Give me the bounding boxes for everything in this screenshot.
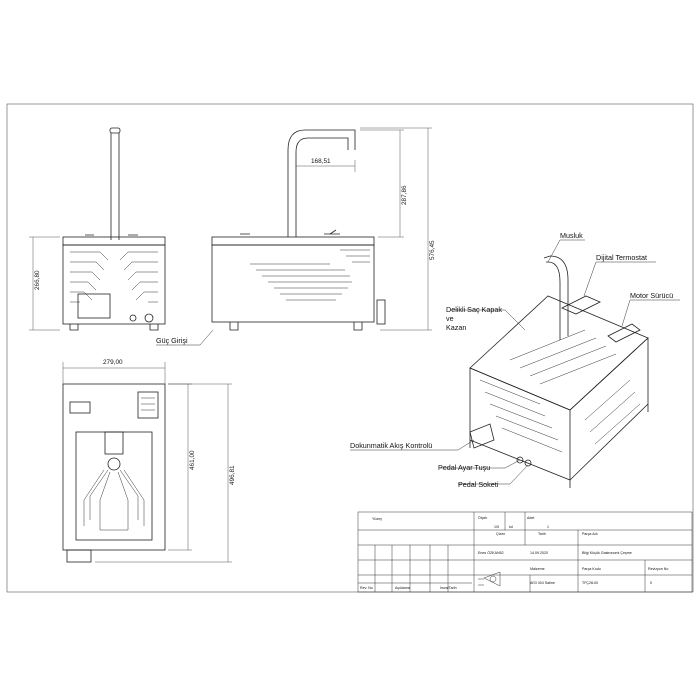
dim-576-label: 576,45 bbox=[429, 240, 436, 260]
callout-motor-surucu: Motor Sürücü bbox=[630, 291, 673, 300]
callout-kapak-3: Kazan bbox=[446, 323, 466, 332]
tb-adet-value: 1 bbox=[547, 525, 549, 529]
tb-parca-adi-value: Bilgi Küçük Gastronomi Çeşme bbox=[582, 551, 632, 555]
callout-dijital-termostat: Dijital Termostat bbox=[596, 253, 647, 262]
tb-parca-kodu-value: TFÇ28-00 bbox=[582, 581, 598, 585]
dim-287-label: 287,86 bbox=[401, 185, 408, 205]
top-view bbox=[62, 383, 166, 563]
tb-olcek-a: 1/5 bbox=[494, 525, 499, 529]
isometric-view bbox=[469, 255, 649, 488]
callout-musluk: Musluk bbox=[560, 231, 583, 240]
tb-revizyon-label: Revizyon No bbox=[648, 567, 668, 571]
tb-malzeme-value: AISI 304 Satine bbox=[530, 581, 555, 585]
dim-279-label: 279,00 bbox=[103, 359, 123, 366]
callout-dokunmatik: Dokunmatik Akış Kontrolü bbox=[350, 441, 432, 450]
dim-266: 266,80 bbox=[29, 236, 60, 331]
dim-496-label: 496,81 bbox=[229, 465, 236, 485]
dim-496: 496,81 bbox=[95, 383, 236, 563]
callout-kapak-1: Delikli Saç Kapak bbox=[446, 305, 502, 314]
tb-imza-tarih: İmza/Tarih bbox=[440, 585, 457, 590]
dim-279: 279,00 bbox=[62, 359, 166, 384]
tb-yuzey-label: Yüzey bbox=[372, 517, 382, 521]
tb-parca-adi-label: Parça Adı bbox=[582, 532, 598, 536]
tb-cizen-label: Çizen bbox=[496, 532, 505, 536]
side-view bbox=[211, 129, 386, 331]
dim-168-label: 168,51 bbox=[311, 158, 331, 165]
sheet-border bbox=[6, 103, 694, 593]
tb-tarih-label: Tarih bbox=[538, 532, 546, 536]
dim-461-label: 461,00 bbox=[189, 450, 196, 470]
front-view bbox=[62, 127, 166, 331]
dim-287: 287,86 bbox=[360, 129, 408, 238]
tb-tarih-value: 14.09.2020 bbox=[530, 551, 548, 555]
callout-guc-girisi: Güç Girişi bbox=[156, 336, 188, 345]
tb-adet-label: Adet bbox=[527, 516, 534, 520]
tb-cizen-value: Enes ÖZKAN52 bbox=[478, 551, 504, 555]
dim-266-label: 266,80 bbox=[34, 270, 41, 290]
callout-kapak-2: ve bbox=[446, 314, 454, 323]
tb-revizyon-value: 0 bbox=[650, 581, 652, 585]
tb-rev-no: Rev. No bbox=[360, 586, 373, 590]
tb-olcek-b: kd bbox=[509, 525, 513, 529]
dim-576: 576,45 bbox=[360, 127, 436, 331]
tb-malzeme-label: Malzeme bbox=[530, 567, 545, 571]
title-block bbox=[357, 511, 693, 593]
dim-461: 461,00 bbox=[168, 383, 196, 551]
dim-168: 168,51 bbox=[295, 158, 356, 172]
tb-aciklama: Açıklama bbox=[395, 586, 410, 590]
callout-pedal-ayar: Pedal Ayar Tuşu bbox=[438, 463, 490, 472]
tb-parca-kodu-label: Parça Kodu bbox=[582, 567, 601, 571]
tb-olcek-label: Ölçek bbox=[478, 516, 487, 520]
callout-pedal-soketi: Pedal Soketi bbox=[458, 480, 499, 489]
